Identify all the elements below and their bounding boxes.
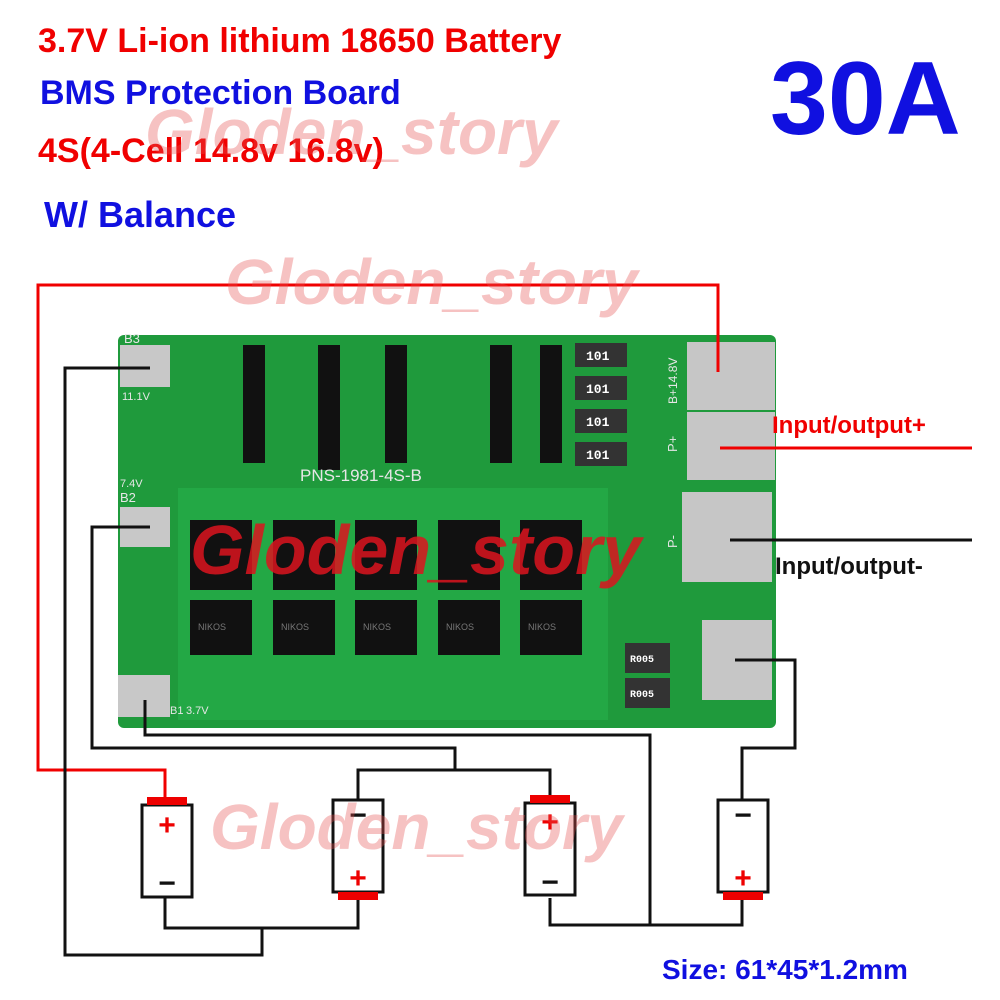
pad-bplus-label: B+14.8V (666, 358, 680, 404)
title-line-2: BMS Protection Board (40, 74, 401, 112)
board-model: PNS-1981-4S-B (300, 466, 422, 485)
battery-4-plus: + (734, 862, 752, 895)
shunt-label: R005 (630, 690, 654, 701)
battery-4-minus: − (734, 799, 752, 832)
pad-b1-label: B1 (170, 705, 183, 717)
battery-2 (331, 798, 385, 894)
output-plus-label: Input/output+ (772, 412, 926, 439)
pad-pplus-label: P+ (665, 436, 680, 452)
battery-1-plus: + (158, 809, 176, 842)
watermark: Gloden_story (145, 96, 558, 168)
resistor-label: 101 (586, 448, 610, 463)
battery-cells (140, 795, 770, 900)
pad-b2-voltage: 7.4V (120, 478, 143, 490)
battery-2-minus: − (349, 799, 367, 832)
battery-3-plus: + (541, 806, 559, 839)
battery-2-plus: + (349, 862, 367, 895)
watermark: Gloden_story (225, 246, 638, 318)
watermark: Gloden_story (210, 791, 623, 863)
output-minus-label: Input/output- (775, 553, 923, 580)
pad-pplus (687, 412, 775, 480)
resistor-label: 101 (586, 382, 610, 397)
bms-board: 101 101 101 101 R005 R005 NIKOS NIKOS NI… (118, 331, 776, 728)
pad-b3-label: B3 (124, 331, 140, 346)
battery-1-minus: − (158, 867, 176, 900)
shunt-label: R005 (630, 655, 654, 666)
title-line-3: 4S(4-Cell 14.8v 16.8v) (38, 132, 384, 170)
mosfet-label: NIKOS (363, 622, 391, 632)
pad-pminus-label: P- (665, 535, 680, 548)
resistor-label: 101 (586, 415, 610, 430)
pad-b3-voltage: 11.1V (122, 391, 151, 403)
watermark: Gloden_story (190, 511, 642, 589)
mosfet-label: NIKOS (446, 622, 474, 632)
battery-4 (716, 798, 770, 894)
battery-3-minus: − (541, 866, 559, 899)
pad-bplus (687, 342, 775, 410)
mosfet-label: NIKOS (528, 622, 556, 632)
positive-wires (36, 283, 972, 798)
pad-pminus (682, 492, 772, 582)
title-line-1: 3.7V Li-ion lithium 18650 Battery (38, 22, 562, 60)
current-rating: 30A (770, 41, 961, 157)
balance-wires (63, 366, 972, 957)
pad-b2-label: B2 (120, 490, 136, 505)
battery-1 (140, 803, 194, 899)
mosfet-label: NIKOS (198, 622, 226, 632)
size-label: Size: 61*45*1.2mm (662, 954, 908, 985)
mosfet-label: NIKOS (281, 622, 309, 632)
title-line-4: W/ Balance (44, 194, 237, 235)
pad-b3 (120, 345, 170, 387)
resistor-label: 101 (586, 349, 610, 364)
pad-b1-voltage: 3.7V (186, 705, 209, 717)
